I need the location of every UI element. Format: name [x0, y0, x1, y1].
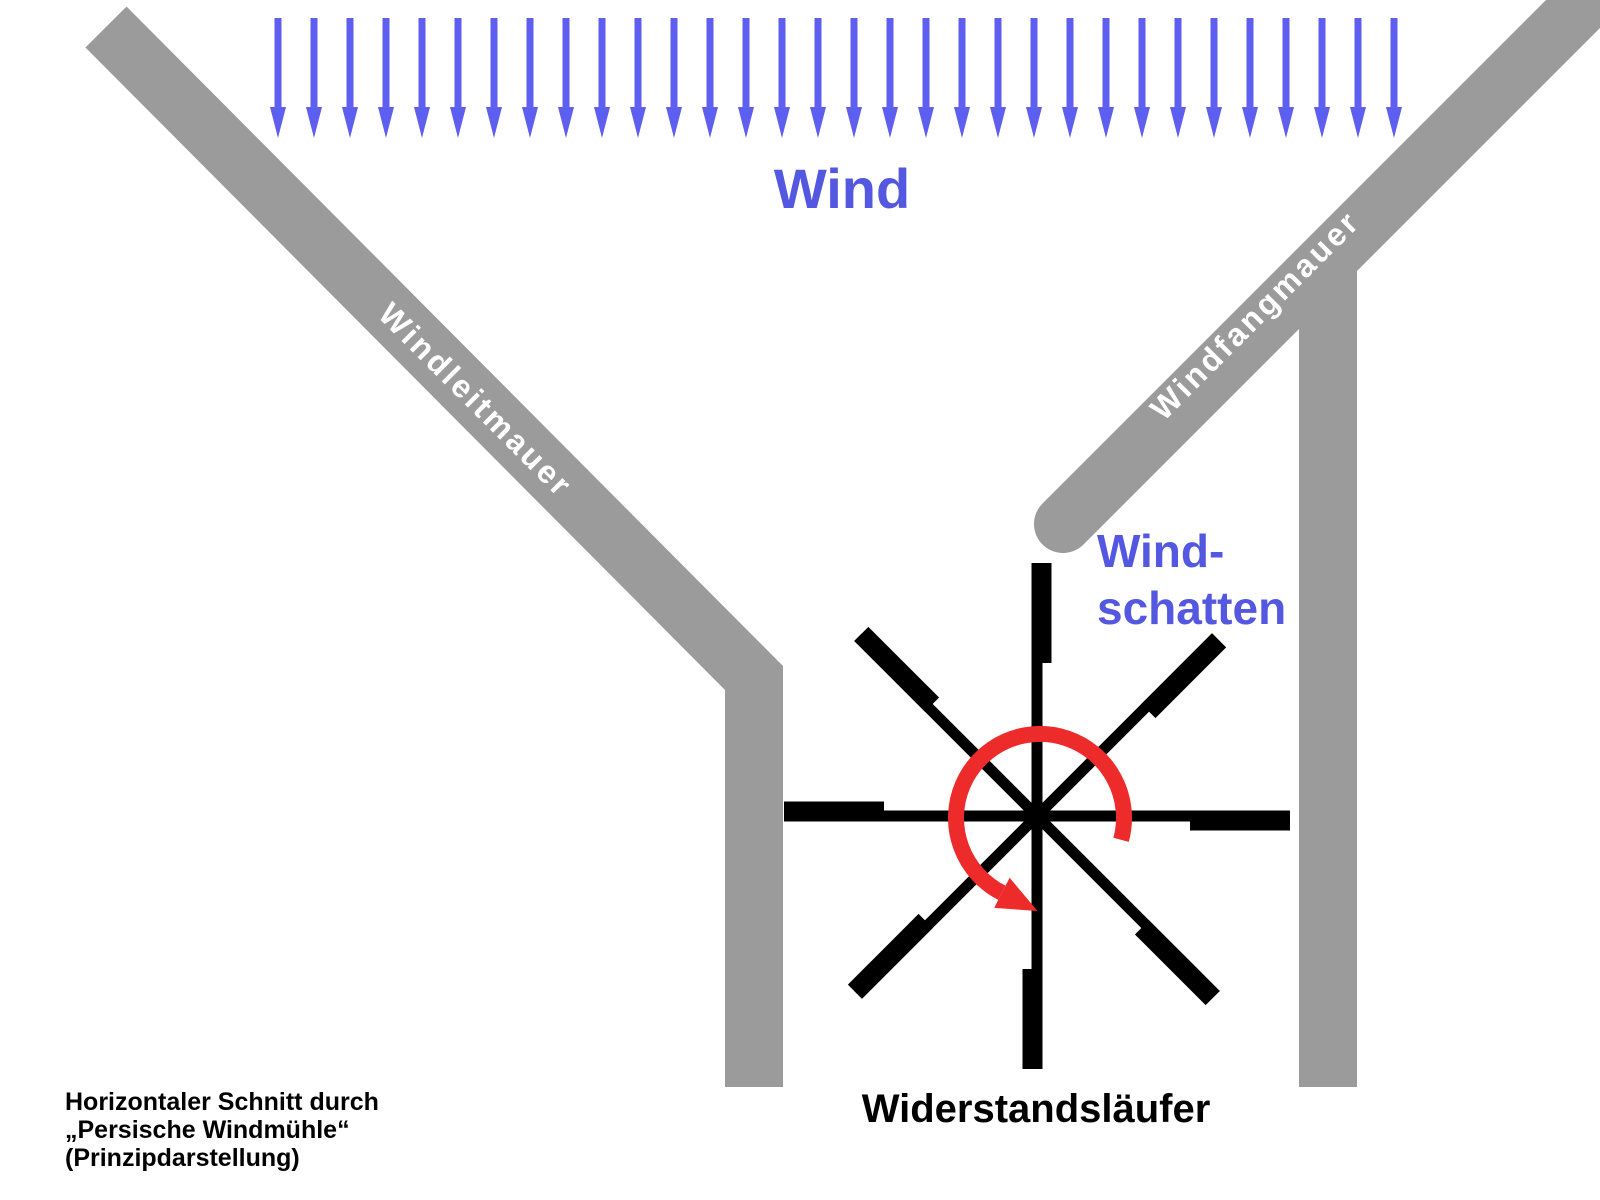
wind-arrow	[486, 18, 502, 138]
rotor-blade-plate	[847, 913, 933, 999]
wind-arrow	[918, 18, 934, 138]
rotor-spoke	[1033, 633, 1227, 820]
wind-arrow	[882, 18, 898, 138]
rotor-spoke	[1031, 563, 1052, 816]
wind-arrow	[1242, 18, 1258, 138]
rotor-spoke	[1022, 816, 1043, 1069]
right-wall	[1299, 260, 1357, 1087]
rotor-blade-plate	[1031, 563, 1052, 663]
rotor-spoke	[854, 626, 1041, 820]
rotor-blade-plate	[1190, 810, 1290, 831]
rotor-blade-plate	[1141, 633, 1227, 719]
wind-arrow	[666, 18, 682, 138]
rotor-spoke	[1037, 810, 1290, 831]
rotor-blade-plate	[1134, 920, 1220, 1006]
wind-arrow	[414, 18, 430, 138]
rotor-blade-plate	[1022, 969, 1043, 1069]
rotor-label: Widerstandsläufer	[862, 1087, 1211, 1131]
rotor-blade-plate	[784, 801, 884, 822]
wind-arrow	[1170, 18, 1186, 138]
caption-line1: Horizontaler Schnitt durch	[65, 1088, 379, 1116]
wind-arrow	[774, 18, 790, 138]
wind-arrows	[270, 18, 1402, 138]
wind-arrow	[954, 18, 970, 138]
wind-arrow	[342, 18, 358, 138]
wind-arrow	[1098, 18, 1114, 138]
wind-arrow	[1350, 18, 1366, 138]
windleitmauer-wall	[85, 6, 783, 1087]
windfangmauer-wall	[1034, 0, 1600, 553]
wind-arrow	[306, 18, 322, 138]
rotation-arrow-arc	[948, 725, 1132, 900]
wind-label: Wind	[774, 157, 910, 220]
wind-arrow	[846, 18, 862, 138]
caption-line2: „Persische Windmühle“	[65, 1116, 350, 1144]
rotor-spoke-arm	[1037, 810, 1290, 822]
rotor-spoke	[784, 801, 1037, 822]
wind-arrow	[810, 18, 826, 138]
wind-arrow	[702, 18, 718, 138]
wind-arrow	[270, 18, 286, 138]
wind-arrow	[522, 18, 538, 138]
wind-arrow	[1026, 18, 1042, 138]
wind-arrow	[558, 18, 574, 138]
rotor-blade-plate	[854, 626, 940, 712]
rotor-spoke-arm	[784, 810, 1037, 822]
wind-arrow	[738, 18, 754, 138]
wind-arrow	[378, 18, 394, 138]
wind-arrow	[630, 18, 646, 138]
wind-arrow	[1134, 18, 1150, 138]
wind-arrow	[594, 18, 610, 138]
rotation-arrow-head-icon	[994, 877, 1038, 911]
rotor	[784, 563, 1290, 1069]
caption: Horizontaler Schnitt durch „Persische Wi…	[65, 1088, 379, 1172]
wind-arrow	[1386, 18, 1402, 138]
rotor-spoke	[847, 812, 1041, 999]
wind-arrow	[990, 18, 1006, 138]
wind-arrow	[450, 18, 466, 138]
wind-arrow	[1314, 18, 1330, 138]
wind-arrow	[1278, 18, 1294, 138]
wind-arrow	[1062, 18, 1078, 138]
windschatten-label-line2: schatten	[1097, 582, 1286, 634]
rotation-arrow	[948, 725, 1132, 911]
caption-line3: (Prinzipdarstellung)	[65, 1144, 300, 1172]
wind-arrow	[1206, 18, 1222, 138]
windschatten-label-line1: Wind-	[1097, 525, 1224, 577]
rotor-spoke	[1033, 812, 1220, 1006]
